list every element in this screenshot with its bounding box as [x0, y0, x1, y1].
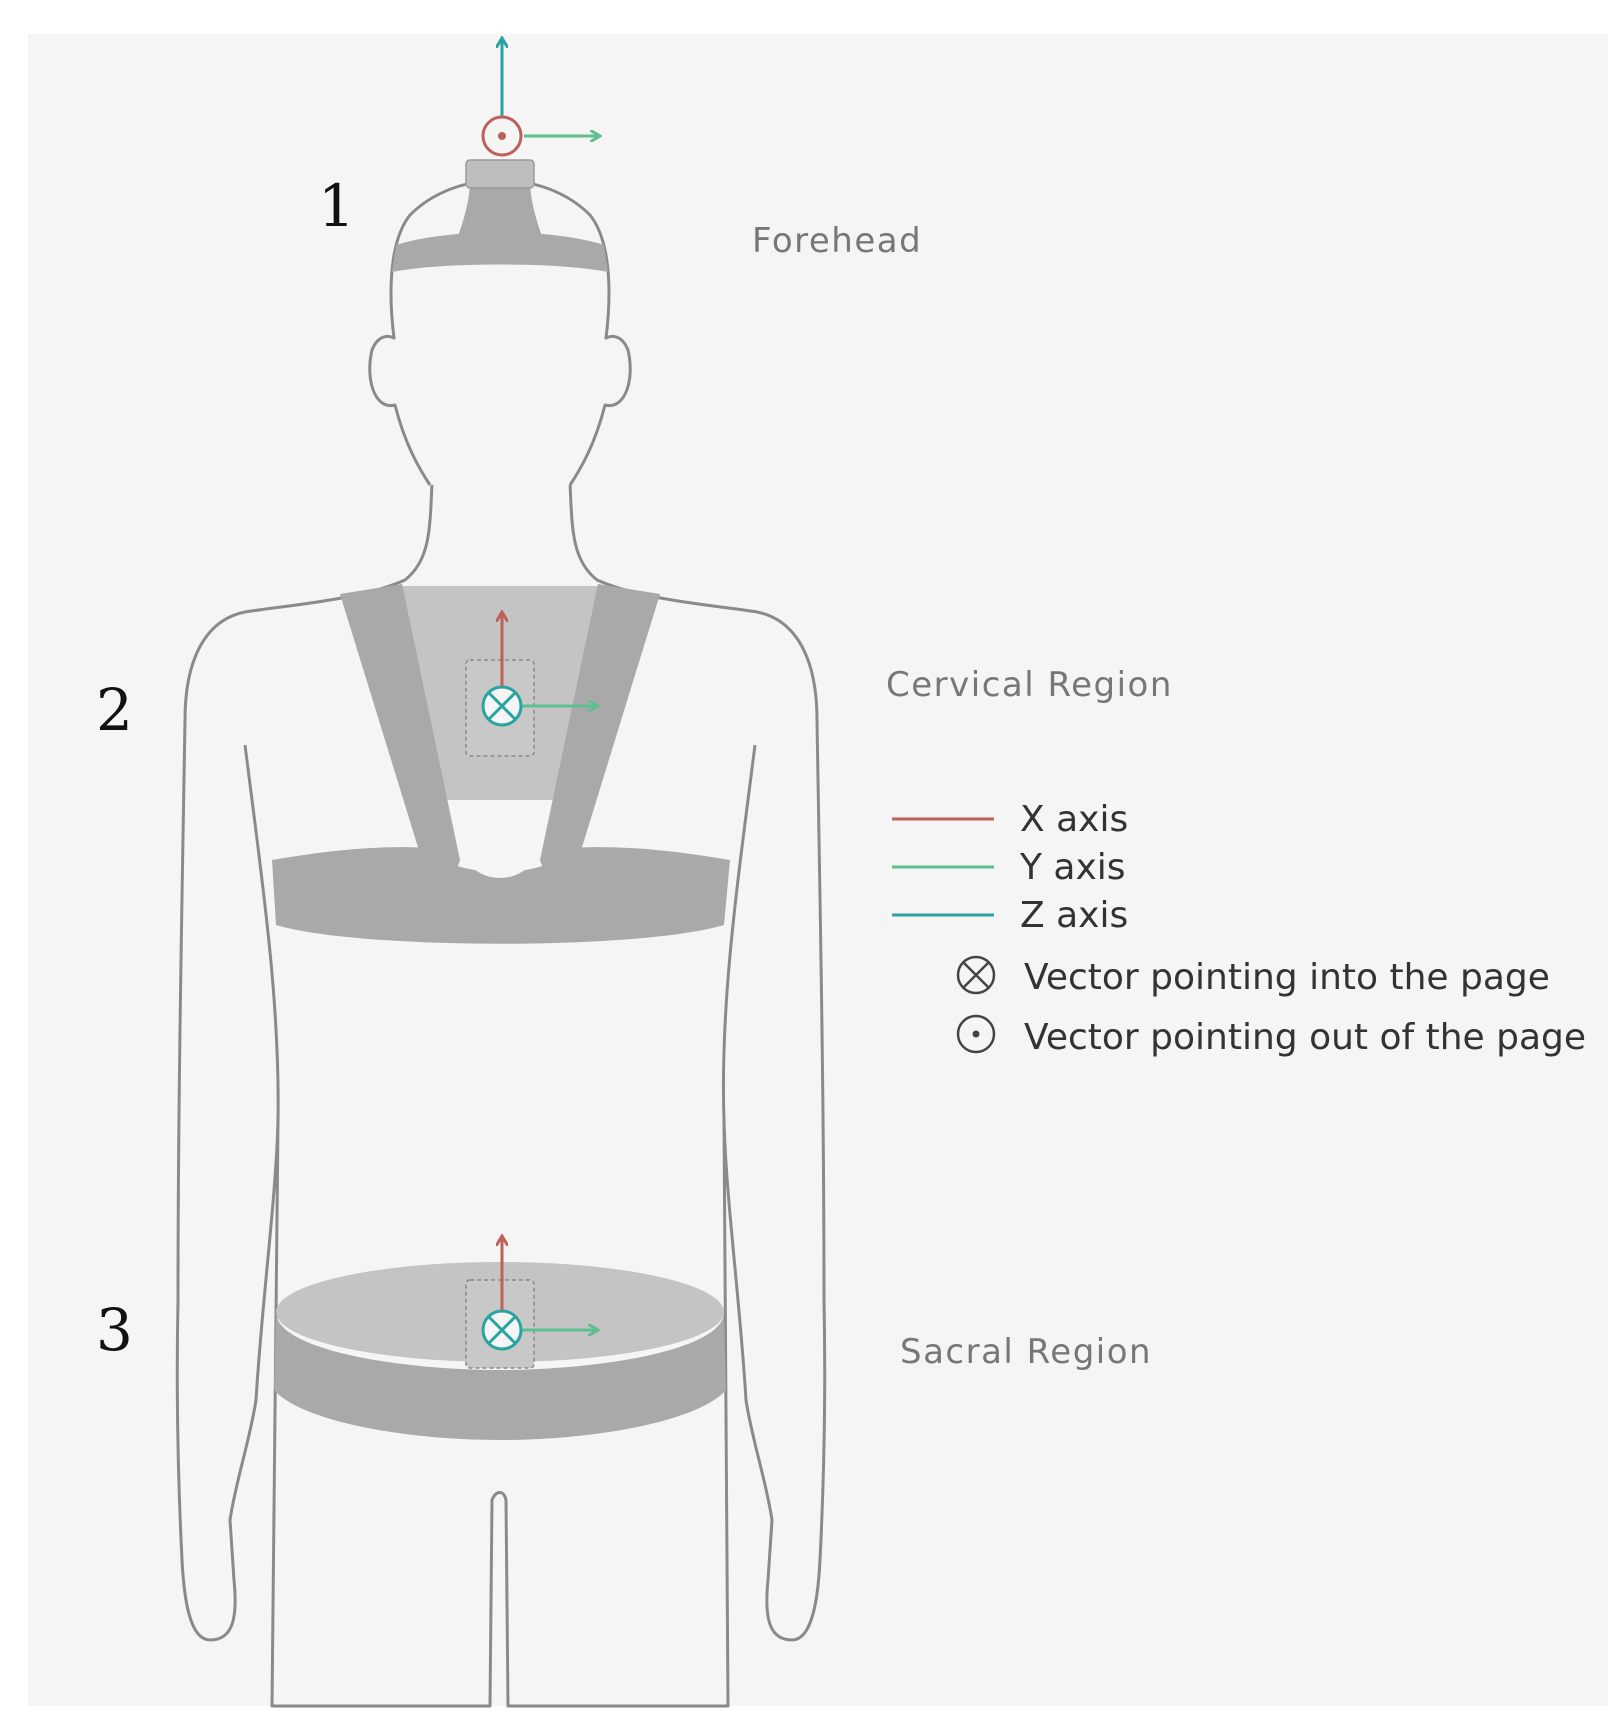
left-arm-inner: [243, 744, 280, 1121]
right-arm-inner: [721, 744, 757, 1121]
head-top-strap: [455, 180, 545, 245]
legend-x-label: X axis: [1020, 799, 1128, 840]
marker-number-2: 2: [96, 676, 133, 744]
forehead-sensor: [465, 159, 535, 189]
forehead-axes: [481, 38, 600, 157]
head-band: [392, 232, 608, 272]
head-strap: [392, 159, 608, 272]
chest-band: [272, 847, 730, 944]
legend-into-label: Vector pointing into the page: [1024, 957, 1550, 998]
region-label-forehead: Forehead: [752, 221, 922, 261]
legend-out-label: Vector pointing out of the page: [1024, 1017, 1586, 1058]
region-label-cervical: Cervical Region: [886, 665, 1173, 705]
marker-number-3: 3: [96, 1296, 133, 1364]
marker-number-1: 1: [318, 172, 355, 240]
harness-cutout: [464, 818, 536, 878]
legend-into-icon: [956, 955, 996, 995]
region-label-sacral: Sacral Region: [900, 1332, 1152, 1372]
upper-harness: [272, 584, 730, 944]
legend-z-label: Z axis: [1020, 895, 1128, 936]
left-shoulder-strap: [340, 584, 460, 879]
belt-band: [274, 1312, 726, 1440]
legend-out-icon: [956, 1014, 996, 1054]
right-shoulder-strap: [540, 584, 660, 879]
forehead-x-out-symbol: [481, 115, 523, 157]
cervical-axes: [481, 612, 598, 727]
legend-y-label: Y axis: [1019, 847, 1126, 888]
legend: X axis Y axis Z axis Vector pointing int…: [892, 799, 1586, 1058]
sacral-axes: [481, 1236, 598, 1351]
